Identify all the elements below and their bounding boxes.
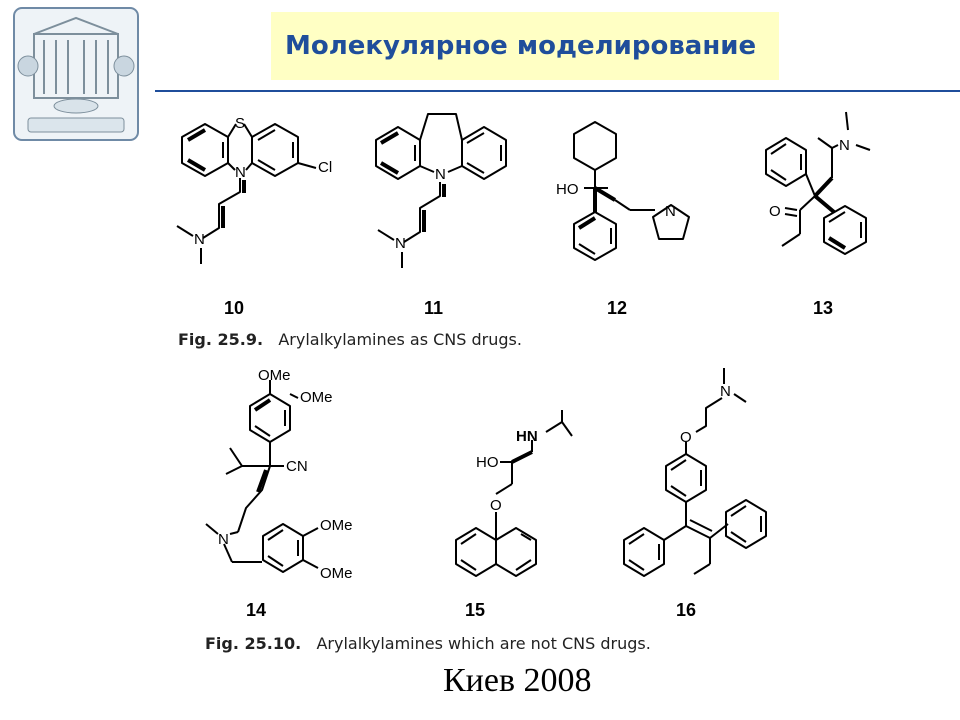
caption-text: Arylalkylamines which are not CNS drugs. <box>316 634 651 653</box>
atom-label-n: N <box>720 383 731 400</box>
compound-number-14: 14 <box>246 600 267 620</box>
compound-number-15: 15 <box>465 600 486 620</box>
atom-label-n: N <box>235 164 246 181</box>
structure-13 <box>765 111 871 255</box>
caption-text: Arylalkylamines as CNS drugs. <box>278 330 522 349</box>
university-seal-icon <box>12 6 140 142</box>
atom-label-cn: CN <box>286 458 308 475</box>
atom-label-n: N <box>395 235 406 252</box>
structure-14 <box>205 380 319 573</box>
figure-caption-1: Fig. 25.9. Arylalkylamines as CNS drugs. <box>178 330 522 349</box>
atom-label-ome: OMe <box>258 367 291 384</box>
compound-number-10: 10 <box>224 298 245 318</box>
atom-label-n: N <box>435 166 446 183</box>
caption-label: Fig. 25.10. <box>205 634 302 653</box>
atom-label-n: N <box>218 531 229 548</box>
footer-text: Киев 2008 <box>443 662 592 699</box>
atom-label-o: O <box>490 497 502 514</box>
structure-15 <box>455 410 573 577</box>
header-divider <box>155 90 960 92</box>
compound-number-12: 12 <box>607 298 628 318</box>
atom-label-hn: HN <box>516 428 538 445</box>
atom-label-o: O <box>680 429 692 446</box>
atom-label-cl: Cl <box>318 159 332 176</box>
atom-label-ome: OMe <box>300 389 333 406</box>
atom-label-ome: OMe <box>320 517 353 534</box>
atom-label-n: N <box>665 203 676 220</box>
structure-11 <box>375 113 507 268</box>
atom-label-n: N <box>194 231 205 248</box>
structure-10 <box>176 123 317 264</box>
compound-number-16: 16 <box>676 600 697 620</box>
title-banner: Молекулярное моделирование <box>271 12 779 80</box>
atom-label-s: S <box>235 115 245 132</box>
structure-16 <box>623 368 767 577</box>
structure-12 <box>573 121 690 261</box>
compound-number-11: 11 <box>424 298 444 318</box>
caption-label: Fig. 25.9. <box>178 330 264 349</box>
atom-label-ho: HO <box>556 181 579 198</box>
atom-label-o: O <box>769 203 781 220</box>
atom-label-n: N <box>839 137 850 154</box>
atom-label-ome: OMe <box>320 565 353 582</box>
page-title: Молекулярное моделирование <box>285 31 757 61</box>
compound-number-13: 13 <box>813 298 834 318</box>
atom-label-ho: HO <box>476 454 499 471</box>
figure-caption-2: Fig. 25.10. Arylalkylamines which are no… <box>205 634 651 653</box>
